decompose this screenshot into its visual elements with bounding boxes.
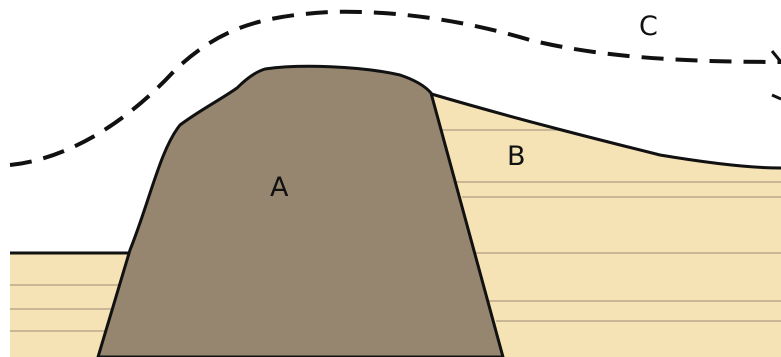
flow-arrow-icon [770,50,781,63]
sediment-wedge-b [431,93,781,357]
rock-mass-a [96,64,505,357]
right-sediment-layers [442,129,781,322]
label-a: A [270,172,289,203]
flow-arrow-lower-icon [771,93,781,101]
label-b: B [507,141,526,172]
sediment-wedge-b-top-edge [427,91,781,170]
label-c: C [639,11,658,42]
flow-line-c [9,9,781,167]
